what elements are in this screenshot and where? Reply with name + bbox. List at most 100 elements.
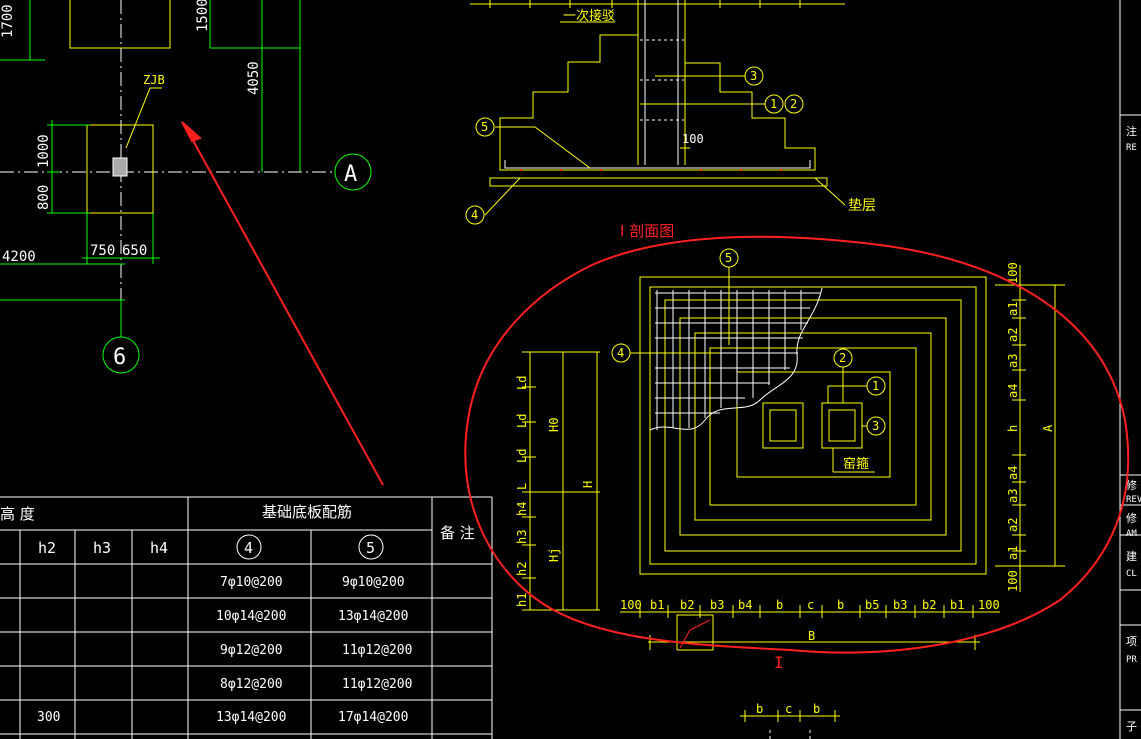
rebar-marker-4 [236, 534, 262, 560]
plan-callout-4-text: 4 [617, 346, 624, 360]
right-dim-a4-bottom: a4 [1006, 466, 1020, 480]
section-callout-2-text: 2 [790, 97, 797, 111]
right-dim-a1-bottom: a1 [1006, 546, 1020, 560]
plan-callout-2-text: 2 [839, 351, 846, 365]
annotation-ellipse [464, 235, 1130, 654]
axis-bubble-6 [102, 336, 140, 374]
table-row-3-r4: 9φ12@200 [220, 643, 283, 658]
right-dim-100-top: 100 [1006, 262, 1020, 284]
right-dim-a4-top: a4 [1006, 384, 1020, 398]
rebar-marker-4-text: 4 [244, 539, 253, 557]
table-header-right: 基础底板配筋 [262, 503, 352, 521]
plan-callout-1-text: 1 [872, 379, 879, 393]
table-row-1-r5: 9φ10@200 [342, 575, 405, 590]
table-row-4-r4: 8φ12@200 [220, 677, 283, 692]
left-dim-ld-3: Ld [515, 449, 529, 463]
dim-750: 750 [90, 243, 115, 259]
small-dim-b-2: b [813, 702, 820, 716]
roman-mark: I [774, 653, 784, 672]
plan-view [0, 0, 372, 374]
footing-outline [86, 124, 154, 214]
right-dim-h: h [1006, 425, 1020, 432]
dim-4050: 4050 [246, 61, 262, 95]
table-subheader-h4: h4 [150, 539, 168, 557]
tb-frag-10: PR [1126, 655, 1137, 665]
table-row-2-r4: 10φ14@200 [216, 609, 286, 624]
bottom-label-b: B [808, 629, 815, 643]
bottom-dim-b5: b5 [865, 598, 879, 612]
foundation-plan [522, 248, 1065, 739]
bottom-dim-b1-left: b1 [650, 598, 664, 612]
dim-4200: 4200 [2, 249, 36, 265]
plan-texts: 1700 1500 4050 1000 800 4200 750 650 ZJB… [0, 0, 357, 370]
table-row-5-r5: 17φ14@200 [338, 710, 408, 725]
label-first-pour: 一次接驳 [563, 8, 615, 24]
section-texts: 一次接驳 100 3 1 2 5 4 垫层 I 剖面图 [471, 8, 876, 240]
pit-left [762, 402, 804, 449]
table-header-notes: 备 注 [440, 524, 475, 542]
title-block-texts: 注 RE 修 REV 修 AM 建 CL 项 PR 子 [1126, 124, 1141, 733]
bottom-dim-b3-left: b3 [710, 598, 724, 612]
red-annotations [181, 121, 1130, 654]
left-label-hj: Hj [547, 548, 561, 562]
tb-frag-8: CL [1126, 569, 1137, 579]
left-dim-h1: h1 [515, 593, 529, 607]
section-view [465, 0, 846, 225]
tb-frag-4: REV [1126, 495, 1141, 505]
tag-zjb: ZJB [143, 73, 165, 87]
left-dim-l: L [515, 483, 529, 490]
annotation-arrow-shaft [189, 134, 384, 486]
stepped-footing-right [685, 62, 816, 171]
left-dim-h3: h3 [515, 530, 529, 544]
rebar-marker-5-text: 5 [366, 539, 375, 557]
tb-frag-11: 子 [1126, 720, 1137, 733]
foundation-plan-texts: 5 4 2 1 3 窑箍 Ld Ld Ld L h4 h3 h2 h1 H0 H… [515, 251, 1055, 716]
section-callout-1-text: 1 [770, 97, 777, 111]
small-dim-b-1: b [756, 702, 763, 716]
right-dim-a2-bottom: a2 [1006, 518, 1020, 532]
right-label-a: A [1041, 424, 1055, 432]
annotation-arrow-head [181, 121, 202, 143]
table-row-5-h3: 300 [37, 710, 60, 725]
table-header-left: 高 度 [0, 505, 35, 523]
bottom-dim-c: c [807, 598, 814, 612]
section-callout-4 [465, 205, 485, 225]
right-dim-a1-top: a1 [1006, 302, 1020, 316]
bottom-dim-b2-right: b2 [922, 598, 936, 612]
tb-frag-7: 建 [1126, 549, 1137, 563]
label-pit: 窑箍 [843, 456, 869, 472]
bottom-dim-b4: b4 [738, 598, 752, 612]
zjb-leader [125, 87, 162, 149]
bottom-dim-100-right: 100 [978, 598, 1000, 612]
section-callout-4-text: 4 [471, 208, 478, 222]
upper-column-outline [69, 0, 171, 49]
tb-frag-3: 修 [1126, 478, 1137, 492]
label-cushion: 垫层 [848, 198, 876, 214]
cushion-layer [489, 177, 828, 187]
outer-boundary [639, 276, 987, 575]
axis-bubble-a [334, 153, 372, 191]
right-dim-100-bottom: 100 [1006, 570, 1020, 592]
section-callout-3 [744, 66, 764, 86]
title-block [1119, 0, 1141, 739]
dim-1000: 1000 [36, 134, 52, 168]
section-callout-1 [764, 94, 784, 114]
section-callout-5-text: 5 [481, 120, 488, 134]
dim-650: 650 [122, 243, 147, 259]
table-row-2-r5: 13φ14@200 [338, 609, 408, 624]
bottom-dim-b2-left: b2 [680, 598, 694, 612]
axis-label-a: A [344, 162, 357, 187]
column-block [112, 157, 128, 177]
plan-callout-3-text: 3 [872, 419, 879, 433]
table-row-3-r5: 11φ12@200 [342, 643, 412, 658]
left-dim-h4: h4 [515, 502, 529, 516]
right-dim-a2-top: a2 [1006, 328, 1020, 342]
tb-frag-2: RE [1126, 143, 1137, 153]
table-row-4-r5: 11φ12@200 [342, 677, 412, 692]
table-subheader-h2: h2 [38, 539, 56, 557]
section-title: I 剖面图 [620, 222, 674, 240]
label-100: 100 [682, 132, 704, 146]
table-row-1-r4: 7φ10@200 [220, 575, 283, 590]
bottom-dim-b3-right: b3 [893, 598, 907, 612]
